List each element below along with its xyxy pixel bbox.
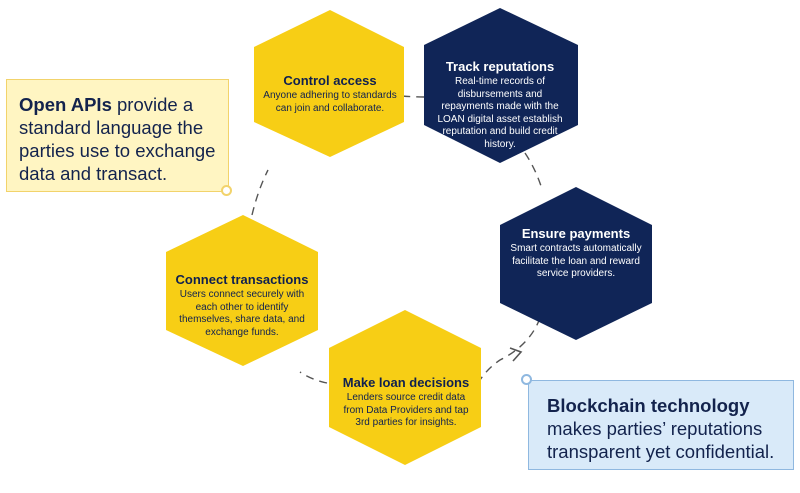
hex-ensure-payments-title: Ensure payments: [521, 226, 631, 241]
hex-ensure-payments-body: Smart contracts automatically facilitate…: [510, 243, 642, 279]
callout-blockchain-bold: Blockchain technology: [547, 395, 750, 416]
callout-open-apis-text: provide a standard language the parties …: [19, 94, 216, 184]
callout-open-apis-bold: Open APIs: [19, 94, 112, 115]
hex-control-access: [254, 10, 404, 157]
hex-make-loan-decisions-body: Lenders source credit data from Data Pro…: [343, 392, 469, 428]
hex-make-loan-decisions-title: Make loan decisions: [342, 375, 470, 390]
hex-track-reputations-label: Track reputations Real-time records of d…: [434, 59, 566, 151]
hex-control-access-title: Control access: [283, 73, 377, 88]
hex-track-reputations-body: Real-time records of disbursements and r…: [437, 76, 563, 150]
hex-connect-transactions: [166, 215, 318, 366]
hex-control-access-label: Control access Anyone adhering to standa…: [258, 73, 402, 115]
hex-make-loan-decisions: [329, 310, 481, 465]
hex-ensure-payments: [500, 187, 652, 340]
connector-connect-to-control: [251, 169, 269, 216]
hex-connect-transactions-label: Connect transactions Users connect secur…: [174, 272, 310, 339]
connector-track-to-payments: [524, 152, 542, 187]
hex-control-access-body: Anyone adhering to standards can join an…: [263, 90, 397, 114]
connector-payments-to-decisions: [479, 317, 541, 381]
hex-track-reputations: [424, 8, 578, 163]
callout-open-apis-pointer: [221, 185, 232, 196]
hex-make-loan-decisions-label: Make loan decisions Lenders source credi…: [338, 375, 474, 430]
hex-track-reputations-title: Track reputations: [445, 59, 555, 74]
callout-blockchain-text: makes parties’ reputations transparent y…: [547, 418, 775, 462]
callout-blockchain-pointer: [521, 374, 532, 385]
arrowhead-icon: [509, 347, 523, 362]
connector-control-to-track: [401, 95, 426, 98]
hex-connect-transactions-title: Connect transactions: [175, 272, 309, 287]
connector-decisions-to-connect: [299, 371, 328, 384]
hex-ensure-payments-label: Ensure payments Smart contracts automati…: [510, 226, 642, 281]
callout-blockchain: Blockchain technology makes parties’ rep…: [528, 380, 794, 470]
hex-connect-transactions-body: Users connect securely with each other t…: [179, 289, 305, 338]
callout-open-apis: Open APIs provide a standard language th…: [6, 79, 229, 192]
